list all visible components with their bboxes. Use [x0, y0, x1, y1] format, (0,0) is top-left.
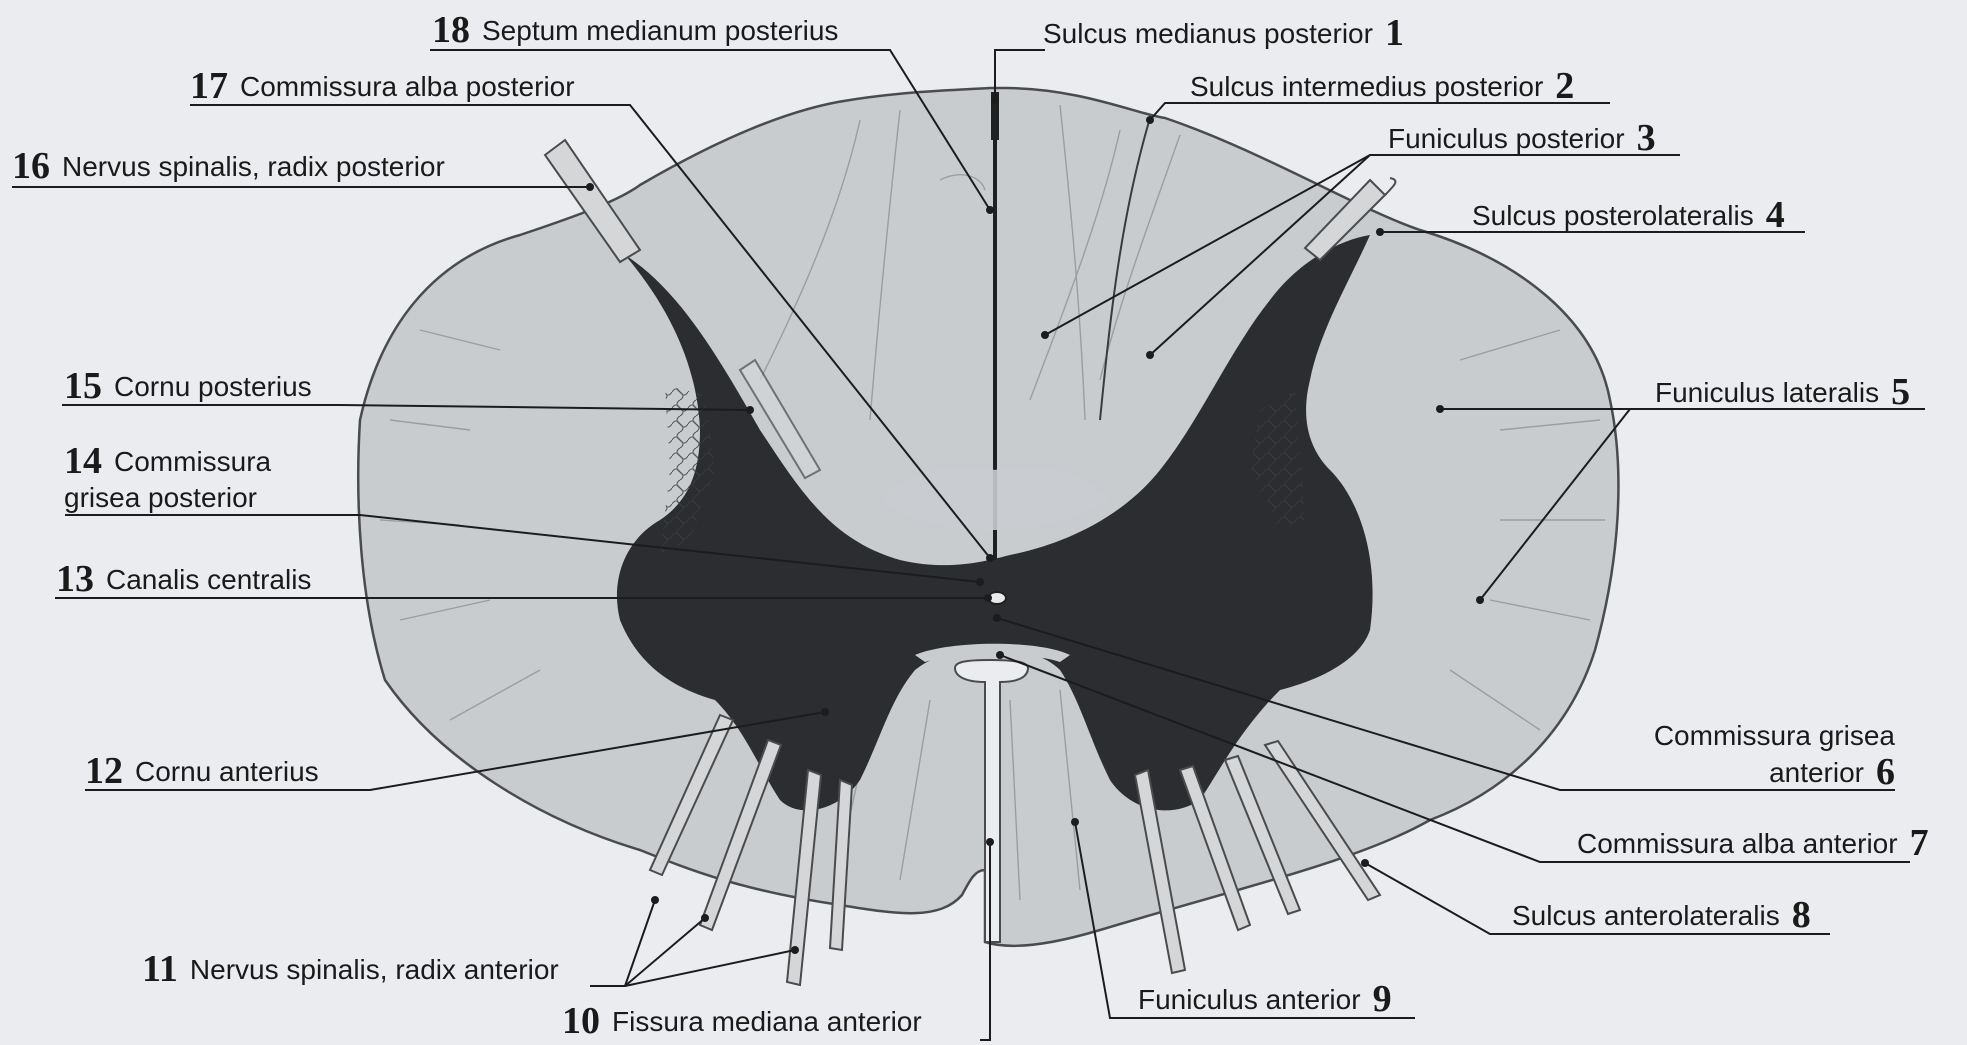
label-11-number: 11 [142, 948, 178, 990]
label-14-text-line2: grisea posterior [64, 480, 271, 516]
label-13-text: Canalis centralis [106, 564, 311, 595]
label-3-text: Funiculus posterior [1388, 123, 1625, 154]
label-11-text: Nervus spinalis, radix anterior [190, 954, 559, 985]
label-2-text: Sulcus intermedius posterior [1190, 71, 1543, 102]
label-7-number: 7 [1910, 822, 1929, 864]
label-10-number: 10 [562, 1000, 600, 1042]
label-4-number: 4 [1766, 194, 1785, 236]
label-13-number: 13 [56, 558, 94, 600]
label-17-text: Commissura alba posterior [240, 71, 575, 102]
label-6-number: 6 [1876, 751, 1895, 793]
label-1-number: 1 [1385, 12, 1404, 54]
label-2-number: 2 [1555, 65, 1574, 107]
label-12-text: Cornu anterius [135, 756, 319, 787]
label-14-text-line1: Commissura [114, 446, 271, 477]
label-12-number: 12 [85, 750, 123, 792]
label-6-text-line1: Commissura grisea [1600, 718, 1895, 754]
label-10-text: Fissura mediana anterior [612, 1006, 922, 1037]
label-16-text: Nervus spinalis, radix posterior [62, 151, 445, 182]
label-5-text: Funiculus lateralis [1655, 377, 1879, 408]
label-6-text-line2: anterior [1769, 757, 1864, 788]
label-18-text: Septum medianum posterius [482, 15, 838, 46]
label-17-number: 17 [190, 65, 228, 107]
label-18-number: 18 [432, 9, 470, 51]
label-3-number: 3 [1637, 117, 1656, 159]
label-16-number: 16 [12, 145, 50, 187]
label-9-text: Funiculus anterior [1138, 984, 1361, 1015]
label-15-text: Cornu posterius [114, 371, 312, 402]
label-1-text: Sulcus medianus posterior [1043, 18, 1373, 49]
label-5-number: 5 [1891, 371, 1910, 413]
label-8-text: Sulcus anterolateralis [1512, 900, 1780, 931]
label-14: 14 Commissura grisea posterior [64, 443, 271, 516]
label-7-text: Commissura alba anterior [1577, 828, 1898, 859]
label-8-number: 8 [1792, 894, 1811, 936]
label-15-number: 15 [64, 365, 102, 407]
label-9-number: 9 [1373, 978, 1392, 1020]
label-14-number: 14 [64, 440, 102, 482]
label-6: Commissura grisea anterior 6 [1600, 718, 1895, 791]
label-4-text: Sulcus posterolateralis [1472, 200, 1754, 231]
